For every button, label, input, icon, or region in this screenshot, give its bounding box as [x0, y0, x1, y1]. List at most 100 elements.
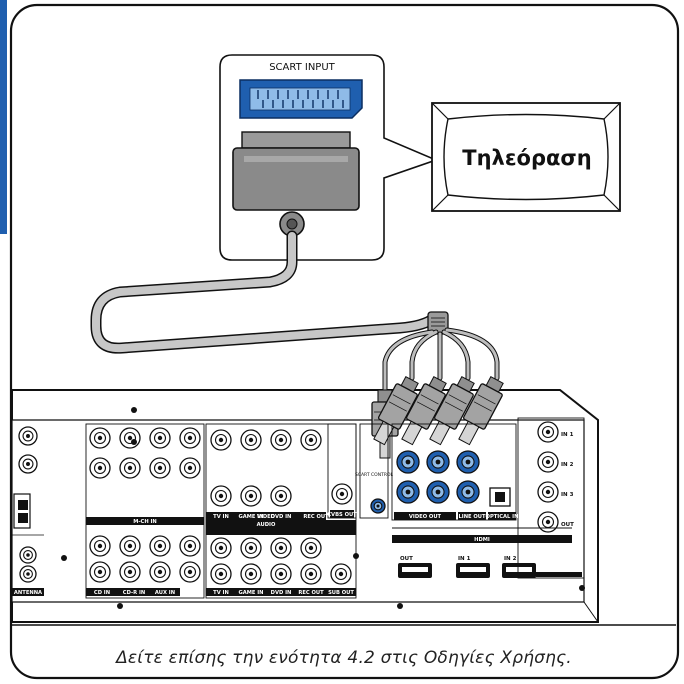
- jack-aux-4: [89, 561, 111, 583]
- sub-out-label: SUB OUT: [328, 590, 354, 596]
- jack-antenna-top: [18, 426, 38, 446]
- scart-cable: [90, 230, 449, 354]
- jack-audio-4: [210, 563, 232, 585]
- line-out-label: LINE OUT: [458, 514, 486, 520]
- tv-label: Τηλεόραση: [462, 146, 592, 170]
- cvbs-out-label: CVBS OUT: [327, 512, 357, 518]
- jack-mch-2: [149, 427, 171, 449]
- jack-side-2: [537, 481, 559, 503]
- audio-label: AUDIO: [257, 522, 276, 528]
- side-in3-label: IN 3: [561, 492, 574, 498]
- jack-side-0: [537, 421, 559, 443]
- hdmi-in1-label: IN 1: [458, 556, 471, 562]
- side-out-label: OUT: [561, 522, 574, 528]
- panel-jacks: [18, 407, 585, 609]
- dvd-in-top-label: DVD IN: [271, 514, 292, 520]
- jack-video-out-5: [456, 480, 480, 504]
- panel-blocks: [12, 487, 582, 596]
- jack-audio-5: [240, 563, 262, 585]
- jack-video-out-4: [426, 480, 450, 504]
- jack-audio-1: [240, 537, 262, 559]
- jack-mch-4: [119, 457, 141, 479]
- jack-mch-6: [179, 427, 201, 449]
- scart-input-title: SCART INPUT: [269, 62, 335, 73]
- jack-video-top-2: [270, 429, 292, 451]
- video-label: VIDEO: [257, 514, 276, 520]
- hdmi-socket-in1: [456, 563, 490, 578]
- game-in-top-label: GAME IN: [238, 514, 263, 520]
- scart-pins: [257, 90, 344, 108]
- cdr-in-label: CD-R IN: [123, 590, 145, 596]
- caption: Δείτε επίσης την ενότητα 4.2 στις Οδηγίε…: [116, 648, 572, 668]
- jack-antenna-mid: [18, 454, 38, 474]
- jack-video-top-0: [210, 429, 232, 451]
- hdmi-socket-in2: [502, 563, 536, 578]
- jack-aux-2: [149, 535, 171, 557]
- jack-aux-7: [179, 561, 201, 583]
- antenna-label-bg: [12, 588, 44, 596]
- jack-audio-2: [270, 537, 292, 559]
- scart-callout: [219, 54, 439, 261]
- jack-video-out-3: [396, 480, 420, 504]
- jack-mch-5: [149, 457, 171, 479]
- rec-out-bottom-label: REC OUT: [298, 590, 324, 596]
- tv-icon: [431, 102, 621, 212]
- jack-video-out-0: [396, 450, 420, 474]
- panel-dividers: [85, 417, 585, 599]
- side-in1-label: IN 1: [561, 432, 574, 438]
- antenna-label: ANTENNA: [14, 590, 42, 596]
- jack-aux-5: [119, 561, 141, 583]
- jack-audio-7: [300, 563, 322, 585]
- jack-mch-0: [89, 427, 111, 449]
- hdmi-socket-out: [398, 563, 432, 578]
- dvd-in-bottom-label: DVD IN: [271, 590, 292, 596]
- jack-video-out-2: [456, 450, 480, 474]
- screw-6: [117, 603, 123, 609]
- jack-mch-7: [179, 457, 201, 479]
- video-out-label: VIDEO OUT: [409, 514, 442, 520]
- jack-audio-3: [300, 537, 322, 559]
- jack-svideo-2: [270, 485, 292, 507]
- jack-side-1: [537, 451, 559, 473]
- cd-in-label: CD IN: [94, 590, 110, 596]
- jack-side-3: [537, 511, 559, 533]
- jack-audio-0: [210, 537, 232, 559]
- jack-scart-control: [370, 498, 386, 514]
- screw-1: [131, 439, 137, 445]
- mch-in-label: M-CH IN: [133, 519, 157, 525]
- screw-7: [579, 585, 585, 591]
- jack-mch-3: [89, 457, 111, 479]
- jack-mch-1: [119, 427, 141, 449]
- jack-audio-6: [270, 563, 292, 585]
- screw-3: [61, 555, 67, 561]
- rca-plug-1: [373, 376, 419, 446]
- game-in-bottom-label: GAME IN: [238, 590, 263, 596]
- side-in2-label: IN 2: [561, 462, 574, 468]
- hdmi-out-label: OUT: [400, 556, 413, 562]
- jack-antenna-lower: [19, 565, 37, 583]
- rec-out-top-label: REC OUT: [303, 514, 329, 520]
- jack-aux-3: [179, 535, 201, 557]
- jack-aux-6: [149, 561, 171, 583]
- panel-labels: M-CH IN VIDEO AUDIO HDMI ANTENNA VIDEO O…: [14, 432, 574, 596]
- optical-in-label: OPTICAL IN: [486, 514, 519, 520]
- jack-svideo-1: [240, 485, 262, 507]
- tv-in-top-label: TV IN: [213, 514, 229, 520]
- jack-aux-1: [119, 535, 141, 557]
- screw-2: [131, 407, 137, 413]
- jack-antenna-bottom: [19, 546, 37, 564]
- tv-in-bottom-label: TV IN: [213, 590, 229, 596]
- jack-video-out-1: [426, 450, 450, 474]
- aux-in-label: AUX IN: [155, 590, 175, 596]
- component-cables: [382, 327, 500, 395]
- scart-control-label: SCART CONTROL: [355, 472, 394, 478]
- jack-cvbs-out: [331, 483, 353, 505]
- jack-video-top-3: [300, 429, 322, 451]
- hdmi-label: HDMI: [474, 537, 490, 543]
- jack-svideo-0: [210, 485, 232, 507]
- hdmi-in2-label: IN 2: [504, 556, 517, 562]
- jack-aux-0: [89, 535, 111, 557]
- jack-audio-8: [330, 563, 352, 585]
- jack-video-top-1: [240, 429, 262, 451]
